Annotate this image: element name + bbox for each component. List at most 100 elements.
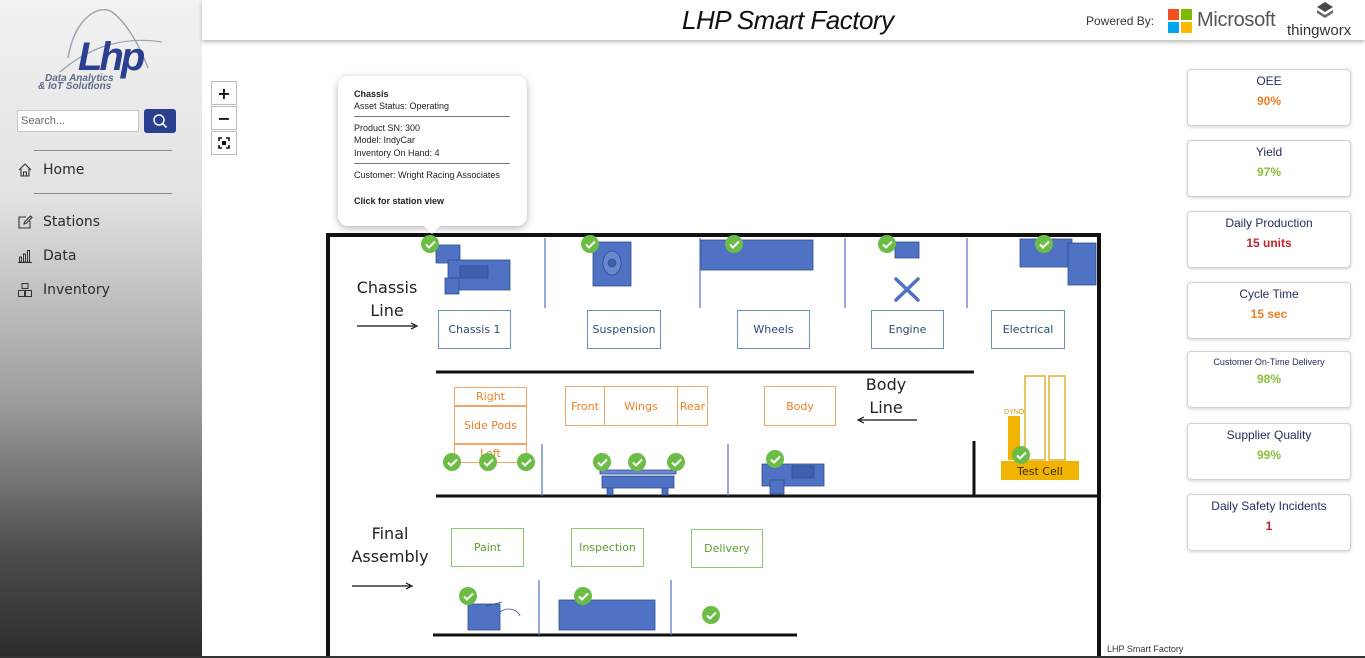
boxes-icon [16, 281, 34, 299]
kpi-card-on-time-delivery[interactable]: Customer On-Time Delivery 98% [1187, 351, 1351, 408]
status-ok-icon [725, 235, 743, 253]
suspension-machine [592, 241, 632, 287]
status-ok-icon [459, 587, 477, 605]
status-ok-icon [593, 453, 611, 471]
nav-item-data[interactable]: Data [16, 245, 76, 267]
home-icon [16, 161, 34, 179]
kpi-title: Yield [1255, 145, 1283, 159]
wrench-icon [894, 277, 920, 302]
header: LHP Smart Factory Powered By: Microsoft … [202, 0, 1365, 40]
nav-item-data-label: Data [43, 248, 77, 264]
search-icon [153, 114, 168, 129]
test-cell-box [1001, 461, 1079, 480]
microsoft-logo-icon [1168, 9, 1192, 33]
tooltip-title: Chassis [354, 89, 389, 99]
station-wheels[interactable]: Wheels [737, 310, 810, 349]
nav-item-inventory[interactable]: Inventory [16, 279, 110, 301]
logo-tagline-1: Data Analytics [45, 73, 114, 84]
kpi-card-supplier-quality[interactable]: Supplier Quality 99% [1187, 423, 1351, 480]
station-right-side-pod[interactable]: Right [454, 387, 527, 406]
inspection-machine [558, 599, 656, 631]
svg-text:Lhp: Lhp [78, 35, 145, 79]
status-ok-icon [421, 235, 439, 253]
kpi-value: 90% [1256, 94, 1282, 108]
edit-icon [16, 213, 34, 231]
status-ok-icon [667, 453, 685, 471]
kpi-value: 98% [1256, 372, 1282, 386]
station-side-pods[interactable]: Side Pods [454, 406, 527, 444]
body-machine [761, 463, 825, 495]
zoom-in-button[interactable]: + [211, 81, 237, 105]
station-inspection[interactable]: Inspection [571, 528, 644, 567]
kpi-value: 99% [1256, 448, 1282, 462]
test-cell-label: Test Cell [1016, 465, 1063, 478]
page-title: LHP Smart Factory [682, 5, 894, 35]
station-front[interactable]: Front [565, 386, 605, 426]
nav-item-stations[interactable]: Stations [16, 211, 100, 233]
kpi-card-cycle-time[interactable]: Cycle Time 15 sec [1187, 282, 1351, 339]
search-input[interactable] [17, 110, 139, 132]
station-chassis-1[interactable]: Chassis 1 [438, 310, 511, 349]
powered-by-label: Powered By: [1086, 14, 1155, 28]
kpi-value: 97% [1256, 165, 1282, 179]
wheels-machine [700, 239, 814, 271]
tooltip-model: Model: IndyCar [354, 135, 416, 145]
kpi-card-daily-production[interactable]: Daily Production 15 units [1187, 211, 1351, 268]
kpi-card-yield[interactable]: Yield 97% [1187, 140, 1351, 197]
electrical-machine [1019, 238, 1097, 286]
station-paint[interactable]: Paint [451, 528, 524, 567]
search-button[interactable] [144, 109, 176, 133]
nav-item-home[interactable]: Home [16, 159, 84, 181]
zoom-out-button[interactable]: − [211, 106, 237, 130]
kpi-card-safety-incidents[interactable]: Daily Safety Incidents 1 [1187, 494, 1351, 551]
kpi-title: Daily Safety Incidents [1211, 499, 1327, 513]
kpi-title: Supplier Quality [1226, 428, 1312, 442]
nav-divider [34, 150, 172, 151]
thingworx-label: thingworx [1287, 22, 1352, 39]
thingworx-logo-icon [1317, 2, 1333, 18]
station-delivery[interactable]: Delivery [691, 529, 763, 568]
kpi-title: Daily Production [1225, 216, 1313, 230]
status-ok-icon [574, 587, 592, 605]
tooltip-customer: Customer: Wright Racing Associates [354, 170, 500, 180]
status-ok-icon [581, 235, 599, 253]
status-ok-icon [1012, 446, 1030, 464]
status-ok-icon [702, 606, 720, 624]
bar-chart-icon [16, 247, 34, 265]
nav-item-inventory-label: Inventory [43, 282, 110, 298]
fit-to-screen-button[interactable] [211, 131, 237, 155]
bottom-bar [0, 656, 1365, 658]
footer-label: LHP Smart Factory [1107, 644, 1184, 654]
tooltip-station-link[interactable]: Click for station view [354, 196, 445, 206]
station-rear[interactable]: Rear [677, 386, 708, 426]
tooltip-divider [354, 116, 510, 117]
dyno-label: DYNO [1004, 409, 1025, 416]
station-electrical[interactable]: Electrical [991, 310, 1065, 349]
status-ok-icon [517, 453, 535, 471]
side-pods-machine [599, 469, 677, 496]
station-wings[interactable]: Wings [604, 386, 678, 426]
sidebar: Lhp Data Analytics & IoT Solutions Home … [0, 0, 202, 658]
kpi-card-oee[interactable]: OEE 90% [1187, 69, 1351, 126]
station-engine[interactable]: Engine [871, 310, 944, 349]
fit-screen-icon [218, 137, 230, 149]
engine-monitor [894, 241, 920, 259]
tooltip-inventory: Inventory On Hand: 4 [354, 148, 440, 158]
station-body[interactable]: Body [764, 386, 836, 426]
tooltip-divider [354, 163, 510, 164]
chassis-machine [435, 244, 511, 295]
status-ok-icon [628, 453, 646, 471]
status-ok-icon [1035, 235, 1053, 253]
nav-divider [34, 193, 172, 194]
kpi-title: OEE [1256, 74, 1282, 88]
floor-plan-svg: DYNO Test Cell [326, 233, 1101, 658]
lhp-logo[interactable]: Lhp [30, 6, 170, 96]
microsoft-label: Microsoft [1197, 9, 1276, 31]
station-tooltip[interactable]: Chassis Asset Status: Operating Product … [338, 76, 527, 234]
nav-item-home-label: Home [43, 162, 85, 178]
station-suspension[interactable]: Suspension [587, 310, 661, 349]
